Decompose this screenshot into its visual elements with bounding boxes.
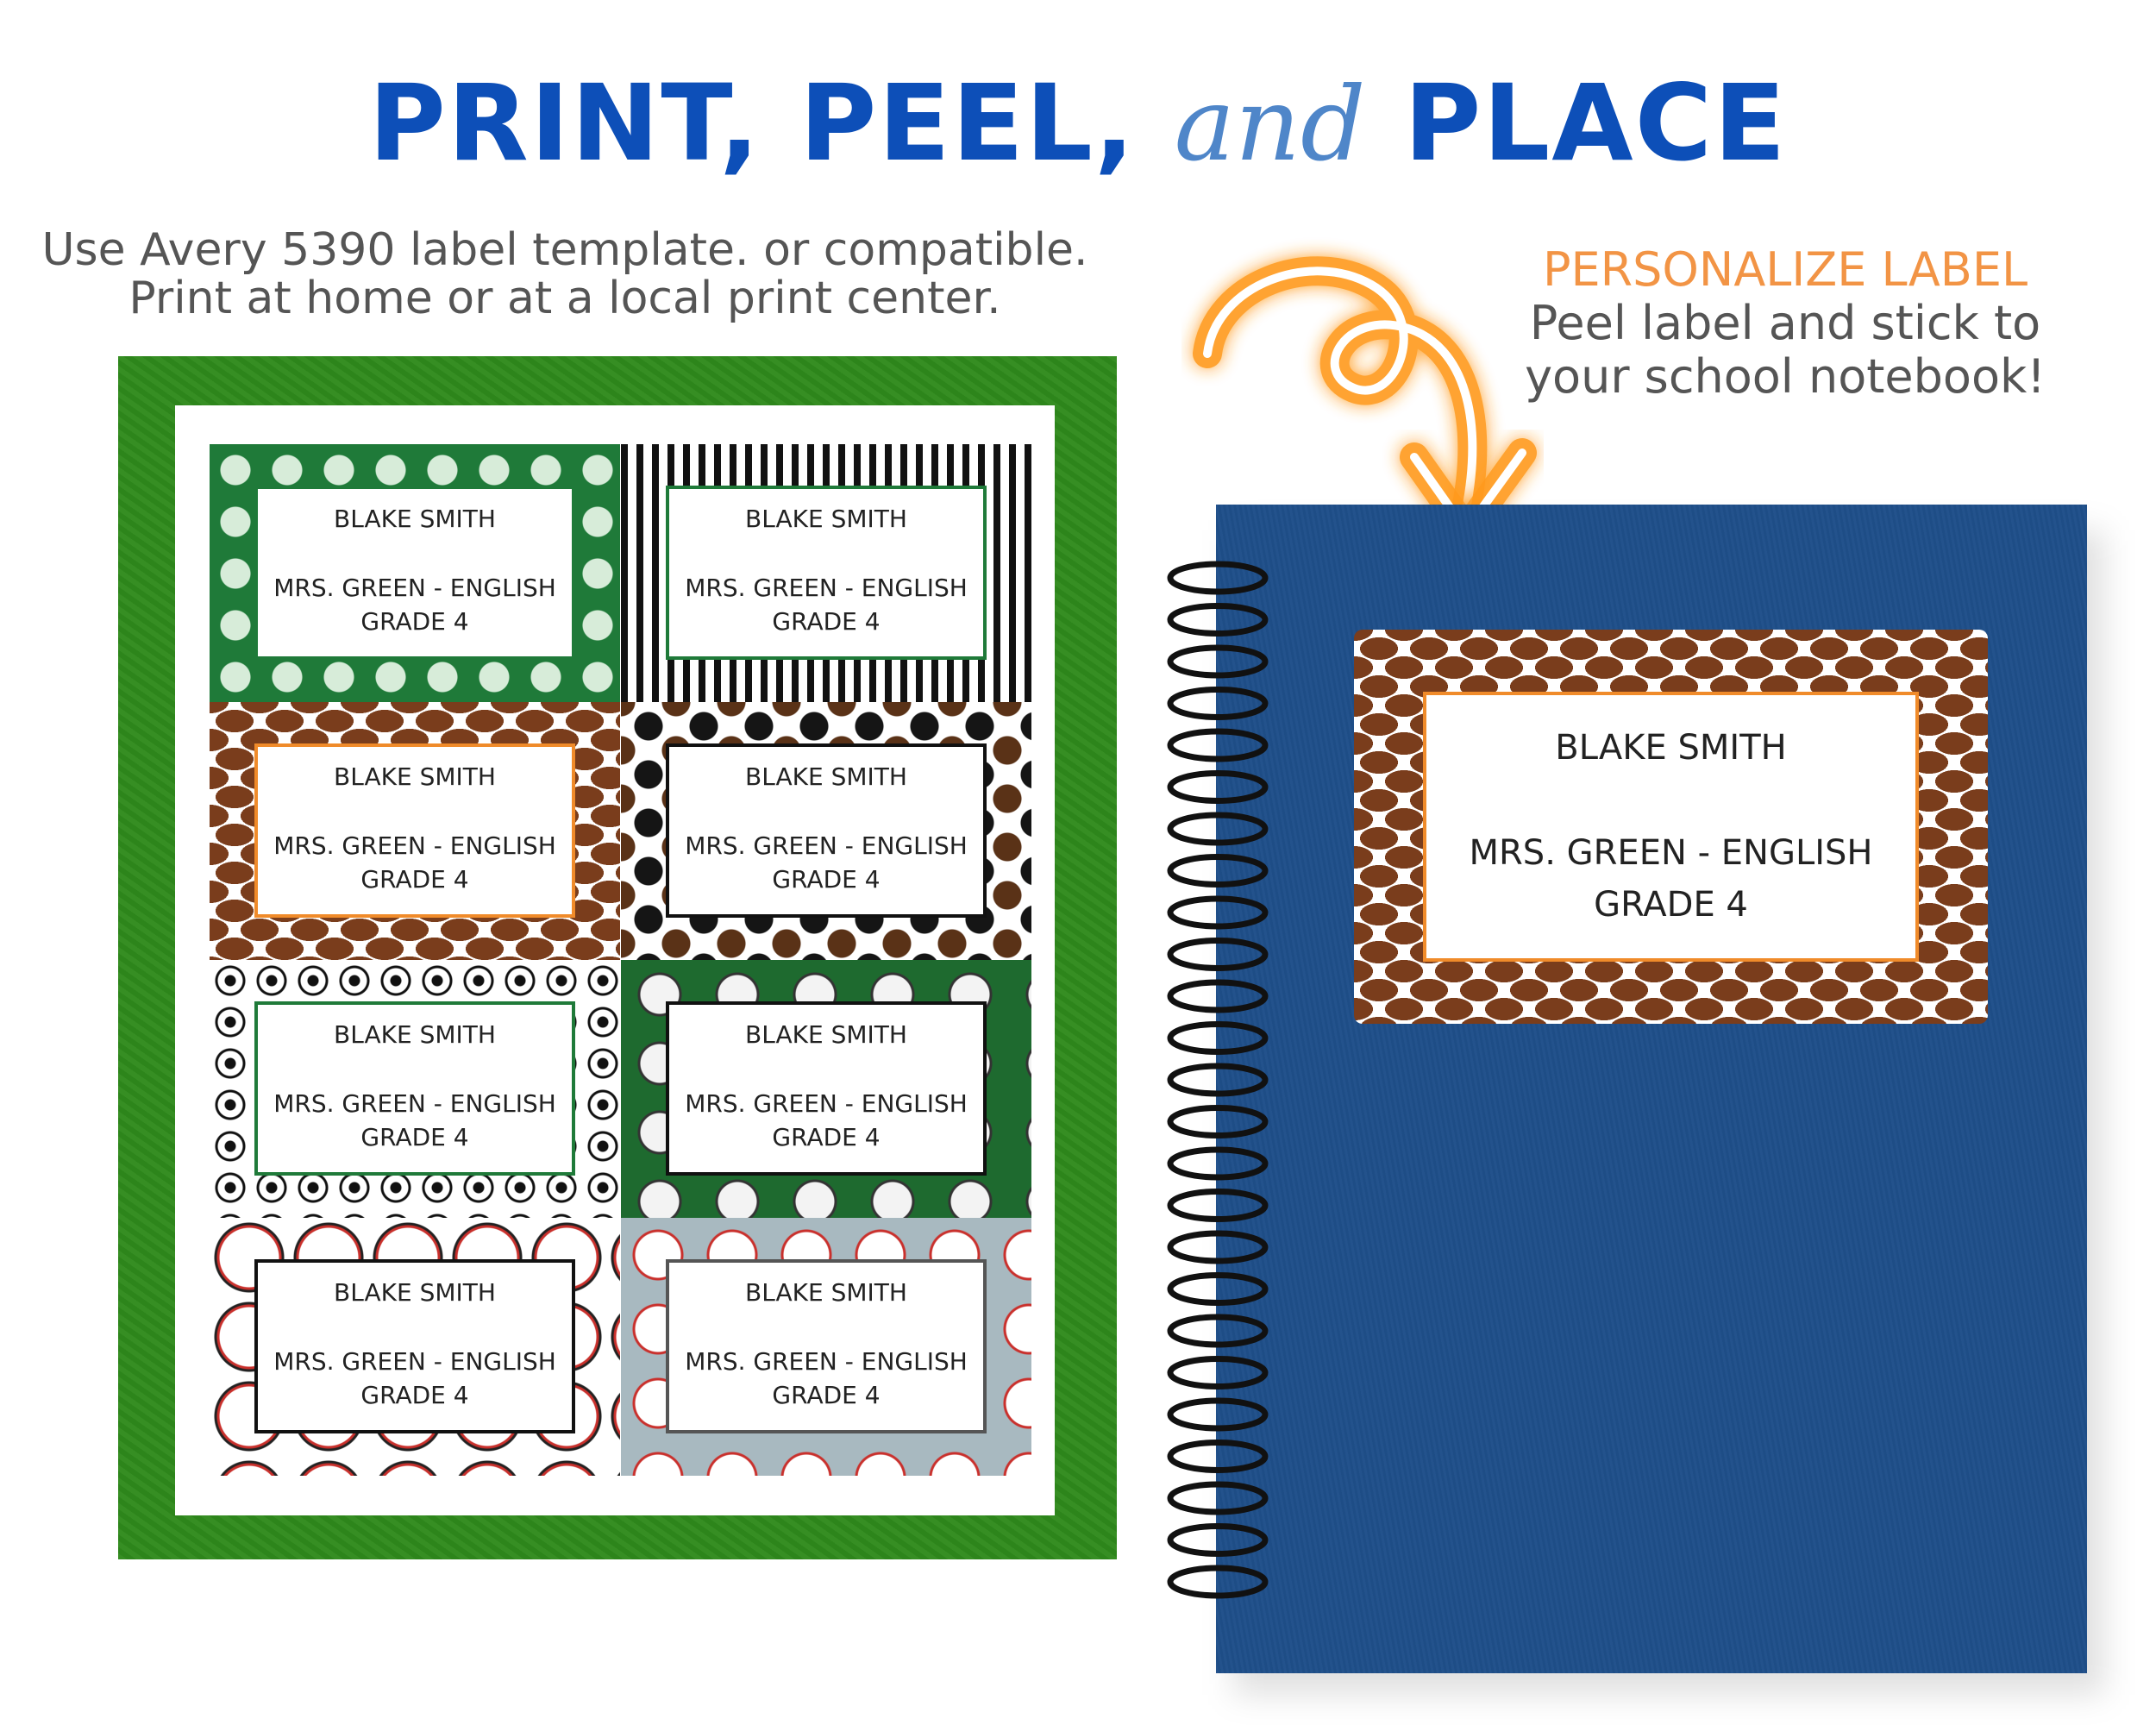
- instructions-line1: Use Avery 5390 label template. or compat…: [41, 224, 1088, 276]
- label-text-box: BLAKE SMITH MRS. GREEN - ENGLISH GRADE 4: [254, 1001, 575, 1176]
- spiral-coil: [1167, 1565, 1269, 1599]
- spiral-coil: [1167, 979, 1269, 1013]
- spiral-coil: [1167, 812, 1269, 846]
- headline-place: PLACE: [1404, 62, 1788, 185]
- notebook-label-teacher: MRS. GREEN - ENGLISH: [1469, 833, 1873, 873]
- label-text-box: BLAKE SMITH MRS. GREEN - ENGLISH GRADE 4: [254, 486, 575, 660]
- label-teacher: MRS. GREEN - ENGLISH: [685, 1089, 968, 1118]
- label-name: BLAKE SMITH: [745, 1020, 907, 1049]
- label-text-box: BLAKE SMITH MRS. GREEN - ENGLISH GRADE 4: [666, 1001, 987, 1176]
- personalize-title: PERSONALIZE LABEL: [1542, 242, 2028, 297]
- spiral-coil: [1167, 895, 1269, 930]
- spiral-coil: [1167, 1230, 1269, 1264]
- spiral-coil: [1167, 1105, 1269, 1138]
- label-tile-football[interactable]: BLAKE SMITH MRS. GREEN - ENGLISH GRADE 4: [210, 702, 620, 960]
- label-name: BLAKE SMITH: [334, 505, 496, 533]
- label-text-box: BLAKE SMITH MRS. GREEN - ENGLISH GRADE 4: [666, 1259, 987, 1433]
- label-grade: GRADE 4: [360, 607, 469, 636]
- headline: PRINT, PEEL, and PLACE: [0, 71, 2156, 176]
- label-teacher: MRS. GREEN - ENGLISH: [273, 1347, 556, 1376]
- label-teacher: MRS. GREEN - ENGLISH: [685, 574, 968, 602]
- spiral-coil: [1167, 603, 1269, 637]
- spiral-coil: [1167, 644, 1269, 679]
- label-name: BLAKE SMITH: [745, 1278, 907, 1307]
- label-teacher: MRS. GREEN - ENGLISH: [273, 574, 556, 602]
- label-text-box: BLAKE SMITH MRS. GREEN - ENGLISH GRADE 4: [666, 486, 987, 660]
- label-grade: GRADE 4: [360, 1381, 469, 1409]
- personalize-line2: your school notebook!: [1525, 349, 2046, 404]
- label-teacher: MRS. GREEN - ENGLISH: [685, 831, 968, 860]
- instructions-line2: Print at home or at a local print center…: [128, 273, 1001, 324]
- label-tile-soccer[interactable]: BLAKE SMITH MRS. GREEN - ENGLISH GRADE 4: [210, 960, 620, 1218]
- spiral-coil: [1167, 1189, 1269, 1222]
- spiral-coil: [1167, 1021, 1269, 1055]
- label-tile-stripes[interactable]: BLAKE SMITH MRS. GREEN - ENGLISH GRADE 4: [621, 444, 1031, 702]
- personalize-block: PERSONALIZE LABEL Peel label and stick t…: [1501, 243, 2070, 404]
- label-name: BLAKE SMITH: [334, 1278, 496, 1307]
- spiral-coil: [1167, 854, 1269, 888]
- label-teacher: MRS. GREEN - ENGLISH: [273, 1089, 556, 1118]
- label-teacher: MRS. GREEN - ENGLISH: [685, 1347, 968, 1376]
- spiral-coil: [1167, 1063, 1269, 1097]
- spiral-coil: [1167, 1272, 1269, 1306]
- label-tile-baseball[interactable]: BLAKE SMITH MRS. GREEN - ENGLISH GRADE 4: [210, 1218, 620, 1476]
- headline-print-peel: PRINT, PEEL,: [368, 62, 1137, 185]
- label-teacher: MRS. GREEN - ENGLISH: [273, 831, 556, 860]
- personalize-line1: Peel label and stick to: [1529, 296, 2041, 350]
- label-name: BLAKE SMITH: [334, 762, 496, 791]
- spiral-coil: [1167, 561, 1269, 595]
- label-name: BLAKE SMITH: [745, 505, 907, 533]
- label-grade: GRADE 4: [772, 1123, 881, 1151]
- spiral-binding-icon: [1167, 561, 1269, 1599]
- label-grade: GRADE 4: [360, 865, 469, 894]
- label-name: BLAKE SMITH: [334, 1020, 496, 1049]
- spiral-coil: [1167, 770, 1269, 804]
- label-tile-helmet-mix[interactable]: BLAKE SMITH MRS. GREEN - ENGLISH GRADE 4: [621, 702, 1031, 960]
- spiral-coil: [1167, 1481, 1269, 1515]
- label-grade: GRADE 4: [360, 1123, 469, 1151]
- notebook-label-text-box: BLAKE SMITH MRS. GREEN - ENGLISH GRADE 4: [1423, 692, 1919, 962]
- notebook-label-grade: GRADE 4: [1594, 885, 1748, 925]
- instructions: Use Avery 5390 label template. or compat…: [34, 226, 1095, 323]
- label-tile-baseball-grey[interactable]: BLAKE SMITH MRS. GREEN - ENGLISH GRADE 4: [621, 1218, 1031, 1476]
- spiral-coil: [1167, 1440, 1269, 1473]
- label-name: BLAKE SMITH: [745, 762, 907, 791]
- spiral-coil: [1167, 728, 1269, 762]
- label-tile-soccer-green[interactable]: BLAKE SMITH MRS. GREEN - ENGLISH GRADE 4: [621, 960, 1031, 1218]
- spiral-coil: [1167, 687, 1269, 720]
- label-grade: GRADE 4: [772, 865, 881, 894]
- spiral-coil: [1167, 1523, 1269, 1557]
- spiral-coil: [1167, 1356, 1269, 1389]
- spiral-coil: [1167, 1397, 1269, 1432]
- label-text-box: BLAKE SMITH MRS. GREEN - ENGLISH GRADE 4: [254, 743, 575, 918]
- label-grade: GRADE 4: [772, 1381, 881, 1409]
- headline-and: and: [1174, 65, 1366, 184]
- label-text-box: BLAKE SMITH MRS. GREEN - ENGLISH GRADE 4: [254, 1259, 575, 1433]
- label-grid: BLAKE SMITH MRS. GREEN - ENGLISH GRADE 4…: [210, 444, 1031, 1476]
- spiral-coil: [1167, 1314, 1269, 1348]
- label-tile-helmet-green[interactable]: BLAKE SMITH MRS. GREEN - ENGLISH GRADE 4: [210, 444, 620, 702]
- notebook-label-name: BLAKE SMITH: [1555, 728, 1787, 768]
- label-grade: GRADE 4: [772, 607, 881, 636]
- label-sheet: BLAKE SMITH MRS. GREEN - ENGLISH GRADE 4…: [175, 405, 1055, 1515]
- spiral-coil: [1167, 1146, 1269, 1181]
- label-text-box: BLAKE SMITH MRS. GREEN - ENGLISH GRADE 4: [666, 743, 987, 918]
- spiral-coil: [1167, 938, 1269, 971]
- notebook-label[interactable]: BLAKE SMITH MRS. GREEN - ENGLISH GRADE 4: [1354, 630, 1988, 1024]
